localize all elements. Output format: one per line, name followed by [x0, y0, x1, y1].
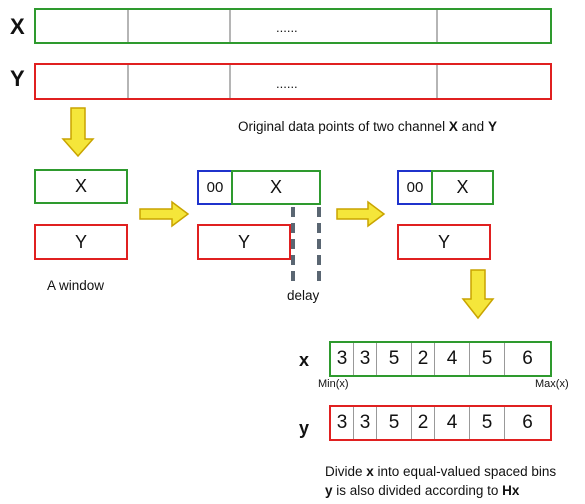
bin-cell: 3	[331, 343, 354, 375]
delay-label: delay	[287, 288, 320, 303]
bins-y-row: 3 3 5 2 4 5 6	[329, 405, 552, 441]
channel-y-strip: ......	[34, 63, 552, 100]
bin-cell: 5	[377, 407, 412, 439]
bin-cell: 3	[354, 407, 377, 439]
bins-y-row-label: y	[299, 418, 310, 438]
bin-cell: 4	[435, 343, 470, 375]
channel-y-label: Y	[10, 66, 25, 91]
window-caption: A window	[47, 278, 105, 293]
window-x-box: X	[34, 169, 128, 204]
bin-cell: 3	[354, 343, 377, 375]
binning-caption-line1: Divide x into equal-valued spaced bins	[325, 464, 557, 479]
window-y-box: Y	[34, 224, 128, 260]
down-arrow-icon	[461, 269, 495, 320]
shifted-x-box: X	[431, 170, 494, 205]
binning-caption-line2: y is also divided according to Hx	[325, 483, 520, 498]
min-label: Min(x)	[318, 378, 349, 390]
ellipsis: ......	[276, 76, 298, 91]
bin-cell: 3	[331, 407, 354, 439]
original-data-caption: Original data points of two channel X an…	[238, 119, 497, 134]
bin-cell: 5	[377, 343, 412, 375]
max-label: Max(x)	[535, 378, 569, 390]
binning-caption: Divide x into equal-valued spaced bins y…	[325, 462, 556, 500]
right-arrow-icon	[139, 200, 190, 228]
bin-cell: 2	[412, 407, 435, 439]
shifted-prefix-box: 00	[397, 170, 433, 205]
bins-x-row: 3 3 5 2 4 5 6	[329, 341, 552, 377]
delay-prefix-box: 00	[197, 170, 233, 205]
bin-cell: 4	[435, 407, 470, 439]
delay-y-box: Y	[197, 224, 291, 260]
bin-cell: 6	[522, 412, 533, 433]
channel-x-strip: ......	[34, 8, 552, 44]
ellipsis: ......	[276, 20, 298, 35]
delay-x-box: X	[231, 170, 321, 205]
down-arrow-icon	[61, 107, 95, 158]
bin-cell: 5	[470, 407, 505, 439]
shifted-y-box: Y	[397, 224, 491, 260]
bin-cell: 6	[522, 348, 533, 369]
bin-cell: 2	[412, 343, 435, 375]
bins-x-row-label: x	[299, 350, 310, 370]
bin-cell: 5	[470, 343, 505, 375]
channel-x-label: X	[10, 14, 25, 39]
right-arrow-icon	[336, 200, 386, 228]
